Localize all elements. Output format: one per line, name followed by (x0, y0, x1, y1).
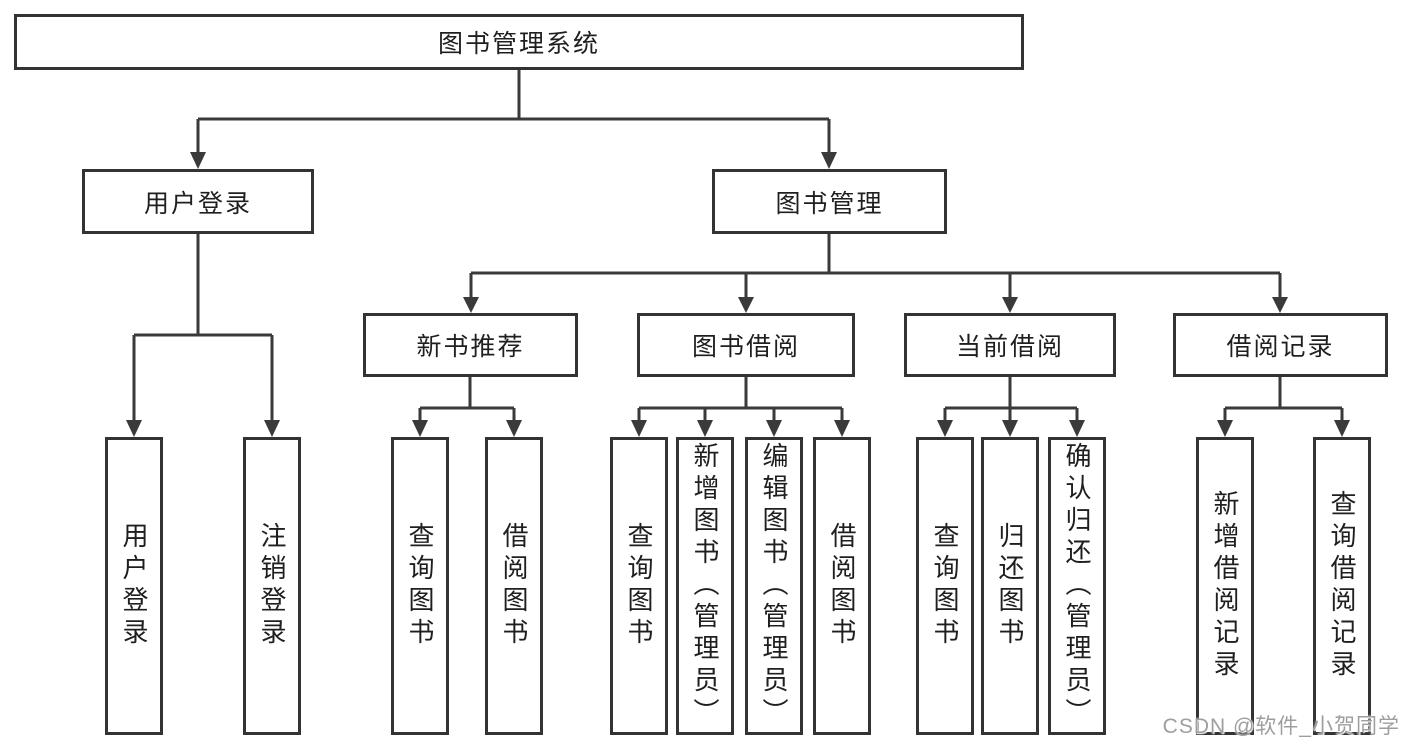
arrow-down-icon (1069, 420, 1085, 437)
node-query-books-1: 查询图书 (391, 437, 449, 735)
node-new-book-recommend: 新书推荐 (363, 313, 578, 377)
arrow-down-icon (1002, 420, 1018, 437)
connector-book-mgmt-split (469, 234, 1282, 299)
arrow-down-icon (937, 420, 953, 437)
node-current-borrowing: 当前借阅 (904, 313, 1116, 377)
node-label: 图书管理 (775, 189, 884, 218)
arrow-down-icon (766, 420, 782, 437)
node-label: 归还图书 (995, 522, 1025, 650)
node-label: 新增借阅记录 (1210, 490, 1240, 682)
arrowheads (126, 152, 1350, 437)
node-query-books-2: 查询图书 (610, 437, 668, 735)
node-edit-books-admin: 编辑图书（管理员） (745, 437, 803, 735)
node-label: 当前借阅 (955, 333, 1064, 361)
node-borrowing-records: 借阅记录 (1173, 313, 1388, 377)
arrow-down-icon (463, 297, 479, 313)
connector-new-books-split (418, 377, 516, 422)
node-borrow-books-2: 借阅图书 (813, 437, 871, 735)
connector-book-borrow-split (637, 377, 844, 422)
csdn-watermark: CSDN @软件_小贺同学 (1162, 715, 1400, 738)
arrow-down-icon (412, 420, 428, 437)
arrow-down-icon (697, 420, 713, 437)
node-label: 新增图书（管理员） (690, 442, 720, 730)
node-label: 新书推荐 (416, 333, 525, 361)
arrow-down-icon (1334, 420, 1350, 437)
connector-borrow-records-split (1223, 377, 1344, 422)
node-add-books-admin: 新增图书（管理员） (676, 437, 734, 735)
node-label: 查询借阅记录 (1327, 490, 1357, 682)
node-label: 借阅图书 (827, 522, 857, 650)
node-label: 注销登录 (257, 522, 287, 650)
arrow-down-icon (190, 152, 206, 169)
arrow-down-icon (126, 420, 142, 437)
arrow-down-icon (631, 420, 647, 437)
node-library-system: 图书管理系统 (14, 14, 1024, 70)
arrow-down-icon (1002, 297, 1018, 313)
arrow-down-icon (738, 297, 754, 313)
node-label: 借阅图书 (499, 522, 529, 650)
arrow-down-icon (1272, 297, 1288, 313)
node-label: 编辑图书（管理员） (759, 442, 789, 730)
node-query-books-3: 查询图书 (916, 437, 974, 735)
node-label: 查询图书 (405, 522, 435, 650)
node-label: 查询图书 (624, 522, 654, 650)
node-label: 确认归还（管理员） (1062, 442, 1092, 730)
arrow-down-icon (821, 152, 837, 169)
arrow-down-icon (506, 420, 522, 437)
node-label: 借阅记录 (1226, 333, 1335, 361)
node-label: 用户登录 (119, 522, 149, 650)
node-confirm-return-admin: 确认归还（管理员） (1048, 437, 1106, 735)
node-logout: 注销登录 (243, 437, 301, 735)
connector-user-login-split (132, 234, 274, 422)
node-label: 图书管理系统 (437, 30, 600, 58)
node-borrow-books-1: 借阅图书 (485, 437, 543, 735)
arrow-down-icon (834, 420, 850, 437)
node-user-login: 用户登录 (105, 437, 163, 735)
node-label: 图书借阅 (691, 333, 800, 361)
connector-root-split (196, 70, 831, 153)
node-label: 用户登录 (143, 189, 252, 218)
node-user-login-group: 用户登录 (82, 169, 314, 234)
node-book-management: 图书管理 (712, 169, 947, 234)
arrow-down-icon (1217, 420, 1233, 437)
node-add-borrow-record: 新增借阅记录 (1196, 437, 1254, 735)
node-query-borrow-record: 查询借阅记录 (1313, 437, 1371, 735)
node-return-books: 归还图书 (981, 437, 1039, 735)
node-book-borrowing: 图书借阅 (637, 313, 855, 377)
connector-current-borrow-split (943, 377, 1079, 422)
node-label: 查询图书 (930, 522, 960, 650)
arrow-down-icon (264, 420, 280, 437)
